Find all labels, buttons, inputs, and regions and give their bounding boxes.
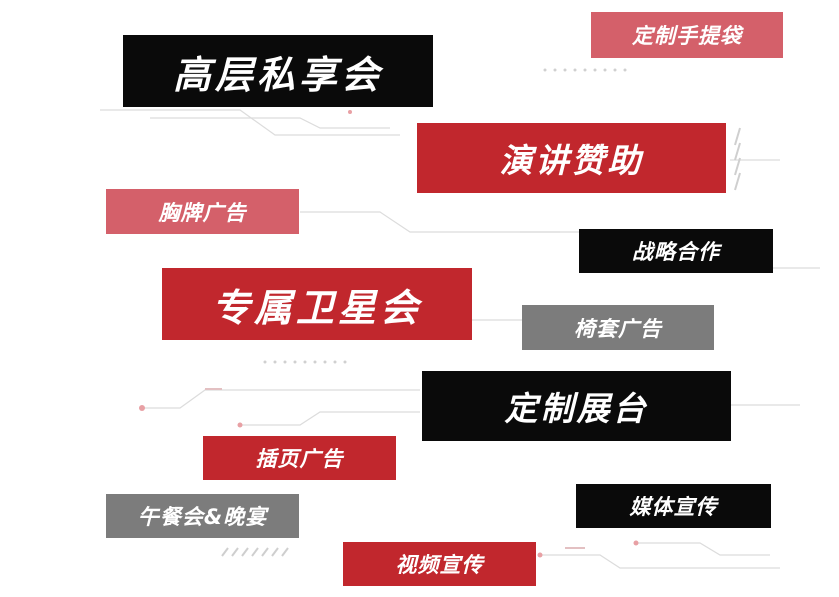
tag-insert-page-ad: 插页广告 <box>203 436 396 480</box>
tag-strategic-cooperation: 战略合作 <box>579 229 773 273</box>
tag-video-promotion: 视频宣传 <box>343 542 536 586</box>
tag-badge-ad: 胸牌广告 <box>106 189 299 234</box>
tag-seat-cover-ad: 椅套广告 <box>522 305 714 350</box>
tag-exclusive-satellite-meeting: 专属卫星会 <box>162 268 472 340</box>
tag-speech-sponsorship: 演讲赞助 <box>417 123 726 193</box>
tag-lunch-dinner: 午餐会&晚宴 <box>106 494 299 538</box>
tag-media-promotion: 媒体宣传 <box>576 484 771 528</box>
tag-custom-booth: 定制展台 <box>422 371 731 441</box>
tag-senior-private-meeting: 高层私享会 <box>123 35 433 107</box>
tag-custom-handbag: 定制手提袋 <box>591 12 783 58</box>
